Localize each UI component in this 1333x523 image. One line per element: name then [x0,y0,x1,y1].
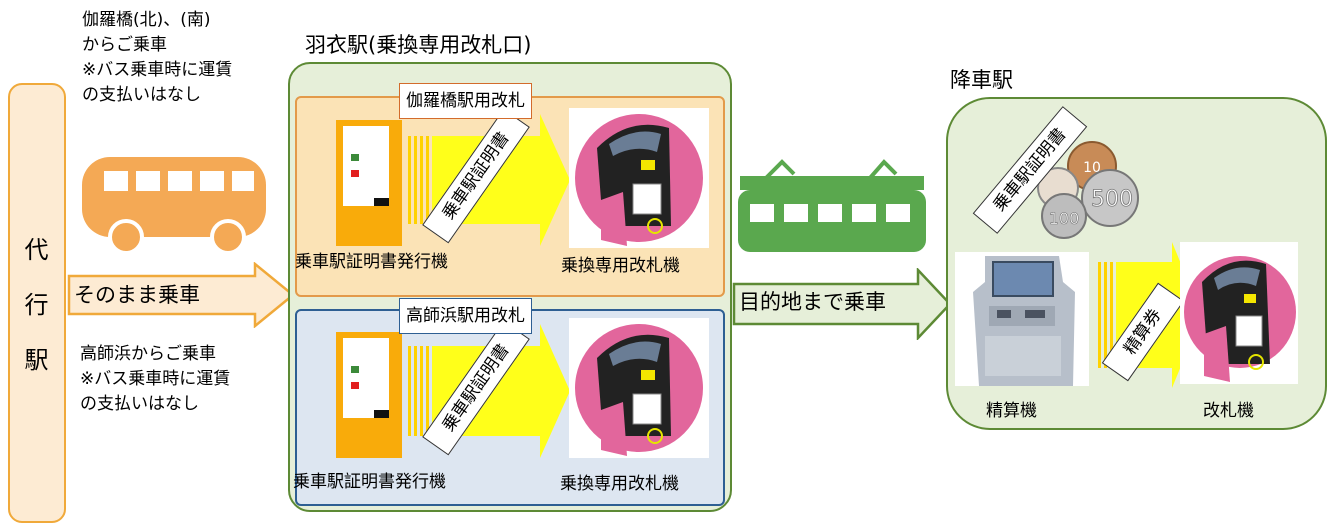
coin-100-text: 100 [1049,209,1080,228]
ride-to-destination-arrow [732,268,952,340]
cert-issuer-label-lower: 乗車駅証明書発行機 [293,472,446,492]
train-icon [738,159,926,252]
transfer-gate-icon-lower [569,318,709,458]
fare-adjustment-machine-icon [955,252,1089,386]
ticket-gate-label: 改札機 [1203,401,1254,421]
cert-issuer-machine-icon [336,332,402,458]
station-char-2: 行 [24,291,49,319]
coin-10-text: 10 [1083,160,1101,176]
top-note-line-3: ※バス乗車時に運賃 [82,60,233,80]
substitute-station-box: 代 行 駅 [8,83,66,523]
transfer-gate-icon-upper [569,108,709,248]
kyaragashi-gate-label: 伽羅橋駅用改札 [399,83,532,119]
takashinohama-gate-label: 高師浜駅用改札 [399,298,532,334]
top-note-line-2: からご乗車 [82,35,167,55]
ride-to-destination-label: 目的地まで乗車 [739,290,886,314]
ticket-gate-icon [1180,242,1298,384]
bottom-note-line-1: 高師浜からご乗車 [80,344,216,364]
top-note-line-4: の支払いはなし [82,85,201,105]
cert-issuer-label-upper: 乗車駅証明書発行機 [295,252,448,272]
bottom-note-line-3: の支払いはなし [80,394,199,414]
coin-500-text: 500 [1091,187,1133,212]
fare-adjustment-label: 精算機 [986,401,1037,421]
hagoromo-title: 羽衣駅(乗換専用改札口) [305,33,532,57]
bottom-note: 高師浜からご乗車 ※バス乗車時に運賃 の支払いはなし [80,342,230,417]
bus-icon [82,157,266,255]
station-char-1: 代 [24,236,49,264]
transfer-gate-label-lower: 乗換専用改札機 [560,474,679,494]
transfer-gate-label-upper: 乗換専用改札機 [561,256,680,276]
bottom-note-line-2: ※バス乗車時に運賃 [80,369,231,389]
destination-title: 降車駅 [950,68,1013,92]
station-char-3: 駅 [24,346,49,374]
top-note-line-1: 伽羅橋(北)、(南) [82,10,211,30]
board-as-is-label: そのまま乗車 [74,283,200,307]
top-note: 伽羅橋(北)、(南) からご乗車 ※バス乗車時に運賃 の支払いはなし [82,8,232,108]
coins-icon: 10 500 100 [1037,141,1139,239]
cert-issuer-machine-icon [336,120,402,246]
board-as-is-arrow [67,262,295,328]
